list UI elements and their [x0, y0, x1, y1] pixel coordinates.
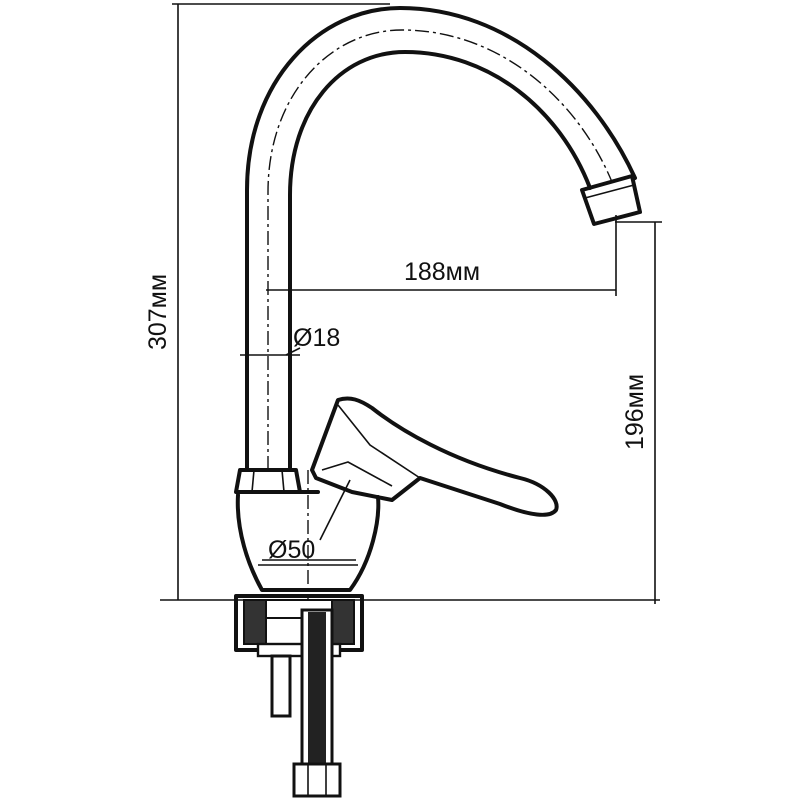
spout-diameter-label: Ø18: [293, 324, 340, 352]
mounting-gasket: [234, 594, 364, 658]
flexible-hose: [292, 608, 342, 798]
spout: [245, 6, 642, 472]
aerator-nozzle: [580, 174, 642, 226]
faucet-body: [235, 470, 381, 600]
reach-dimension: 188мм: [266, 215, 617, 296]
mounting-stud: [270, 654, 292, 718]
total-height-label: 307мм: [144, 274, 172, 350]
spout-diameter-dimension: Ø18: [240, 324, 340, 356]
reach-label: 188мм: [404, 258, 480, 286]
spout-height-dimension: 196мм: [615, 221, 662, 604]
lever-handle: [310, 396, 559, 517]
swivel-nut: [234, 468, 320, 494]
base-diameter-label: Ø50: [268, 536, 315, 564]
total-height-dimension: 307мм: [144, 3, 660, 601]
spout-height-label: 196мм: [621, 374, 649, 450]
